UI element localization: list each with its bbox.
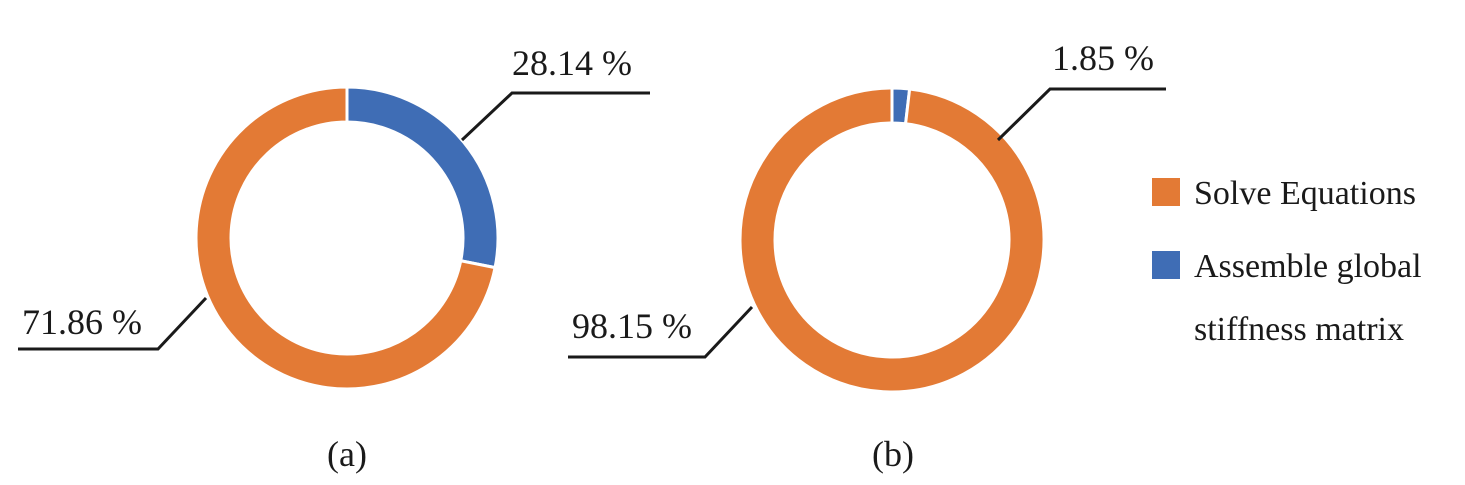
leader-line bbox=[996, 87, 1166, 142]
donut-chart-a: 71.86 % 28.14 % bbox=[18, 43, 650, 391]
legend-swatch-assemble-global-stiffness-matrix bbox=[1152, 251, 1180, 279]
donut-slice-solve-equations bbox=[194, 85, 497, 391]
legend: Solve Equations Assemble global stiffnes… bbox=[1152, 175, 1422, 348]
leader-line bbox=[568, 305, 754, 359]
donut-slice-solve-equations bbox=[738, 86, 1046, 394]
leader-line bbox=[460, 91, 650, 142]
data-label: 28.14 % bbox=[512, 43, 632, 83]
legend-label-assemble-line-1: Assemble global bbox=[1194, 248, 1422, 285]
data-label: 71.86 % bbox=[22, 302, 142, 342]
donut-slice-assemble-global-stiffness-matrix bbox=[345, 85, 500, 270]
legend-label-assemble-line-2: stiffness matrix bbox=[1194, 311, 1404, 348]
legend-swatch-solve-equations bbox=[1152, 178, 1180, 206]
leader-line bbox=[18, 296, 208, 351]
legend-label-solve-equations: Solve Equations bbox=[1194, 175, 1416, 212]
panel-label-a: (a) bbox=[327, 434, 367, 474]
data-label: 1.85 % bbox=[1052, 38, 1154, 78]
data-label: 98.15 % bbox=[572, 306, 692, 346]
panel-label-b: (b) bbox=[872, 434, 914, 474]
donut-chart-b: 98.15 % 1.85 % bbox=[568, 38, 1166, 394]
